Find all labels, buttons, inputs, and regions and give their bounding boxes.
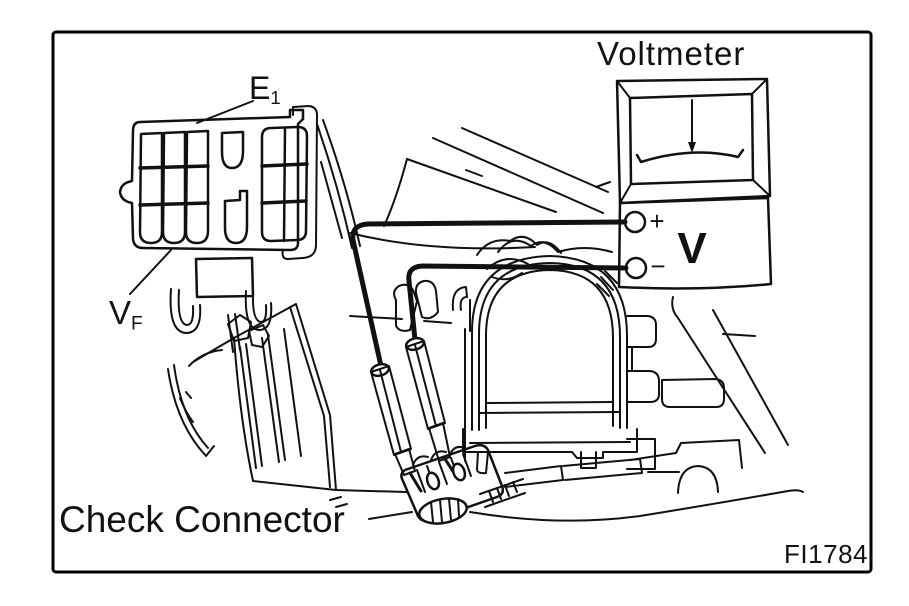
pinout-diagram <box>118 105 318 353</box>
e1-leader-line <box>196 100 254 124</box>
probe-right <box>393 279 458 478</box>
pinout-mounting-bracket <box>169 256 273 353</box>
negative-sign: − <box>650 251 665 281</box>
check-connector-illustration <box>400 443 526 525</box>
figure-id-code: FI1784 <box>784 539 868 569</box>
voltmeter-illustration: + − V <box>596 77 773 297</box>
negative-terminal <box>624 256 648 280</box>
e1-terminal-label: E1 <box>249 72 281 108</box>
floor-lines <box>469 439 804 522</box>
shading-hatch <box>596 270 618 297</box>
arched-housing <box>462 235 660 475</box>
volt-unit-letter: V <box>677 224 707 273</box>
pinout-right-grid <box>260 125 309 243</box>
meter-scale-arc <box>635 148 745 164</box>
lower-trim-panel <box>167 303 407 508</box>
probe-left <box>369 362 423 493</box>
voltmeter-label: Voltmeter <box>597 35 746 72</box>
voltmeter-body <box>617 196 773 290</box>
positive-terminal <box>623 210 647 234</box>
positive-sign: + <box>649 206 664 236</box>
check-connector-label: Check Connector <box>59 499 345 540</box>
negative-test-wire <box>406 263 629 343</box>
pinout-side-bracket <box>281 105 318 260</box>
positive-test-wire <box>350 219 628 369</box>
pinout-middle-pins <box>220 130 249 245</box>
figure-border <box>51 30 873 574</box>
vf-base: V <box>109 294 132 331</box>
vf-terminal-label: VF <box>109 296 143 333</box>
e1-subscript: 1 <box>270 87 281 109</box>
vf-subscript: F <box>131 313 143 335</box>
test-probes <box>369 279 458 493</box>
right-dash-lines <box>661 296 789 454</box>
voltmeter-bezel-corners <box>616 78 771 204</box>
e1-base: E <box>249 70 271 106</box>
dashboard-lines <box>316 119 613 462</box>
pinout-left-grid <box>138 129 210 245</box>
vf-leader-line <box>129 249 172 295</box>
check-connector-leader-line <box>368 511 413 520</box>
meter-needle-base <box>688 142 696 153</box>
pinout-body-outline <box>118 108 305 252</box>
